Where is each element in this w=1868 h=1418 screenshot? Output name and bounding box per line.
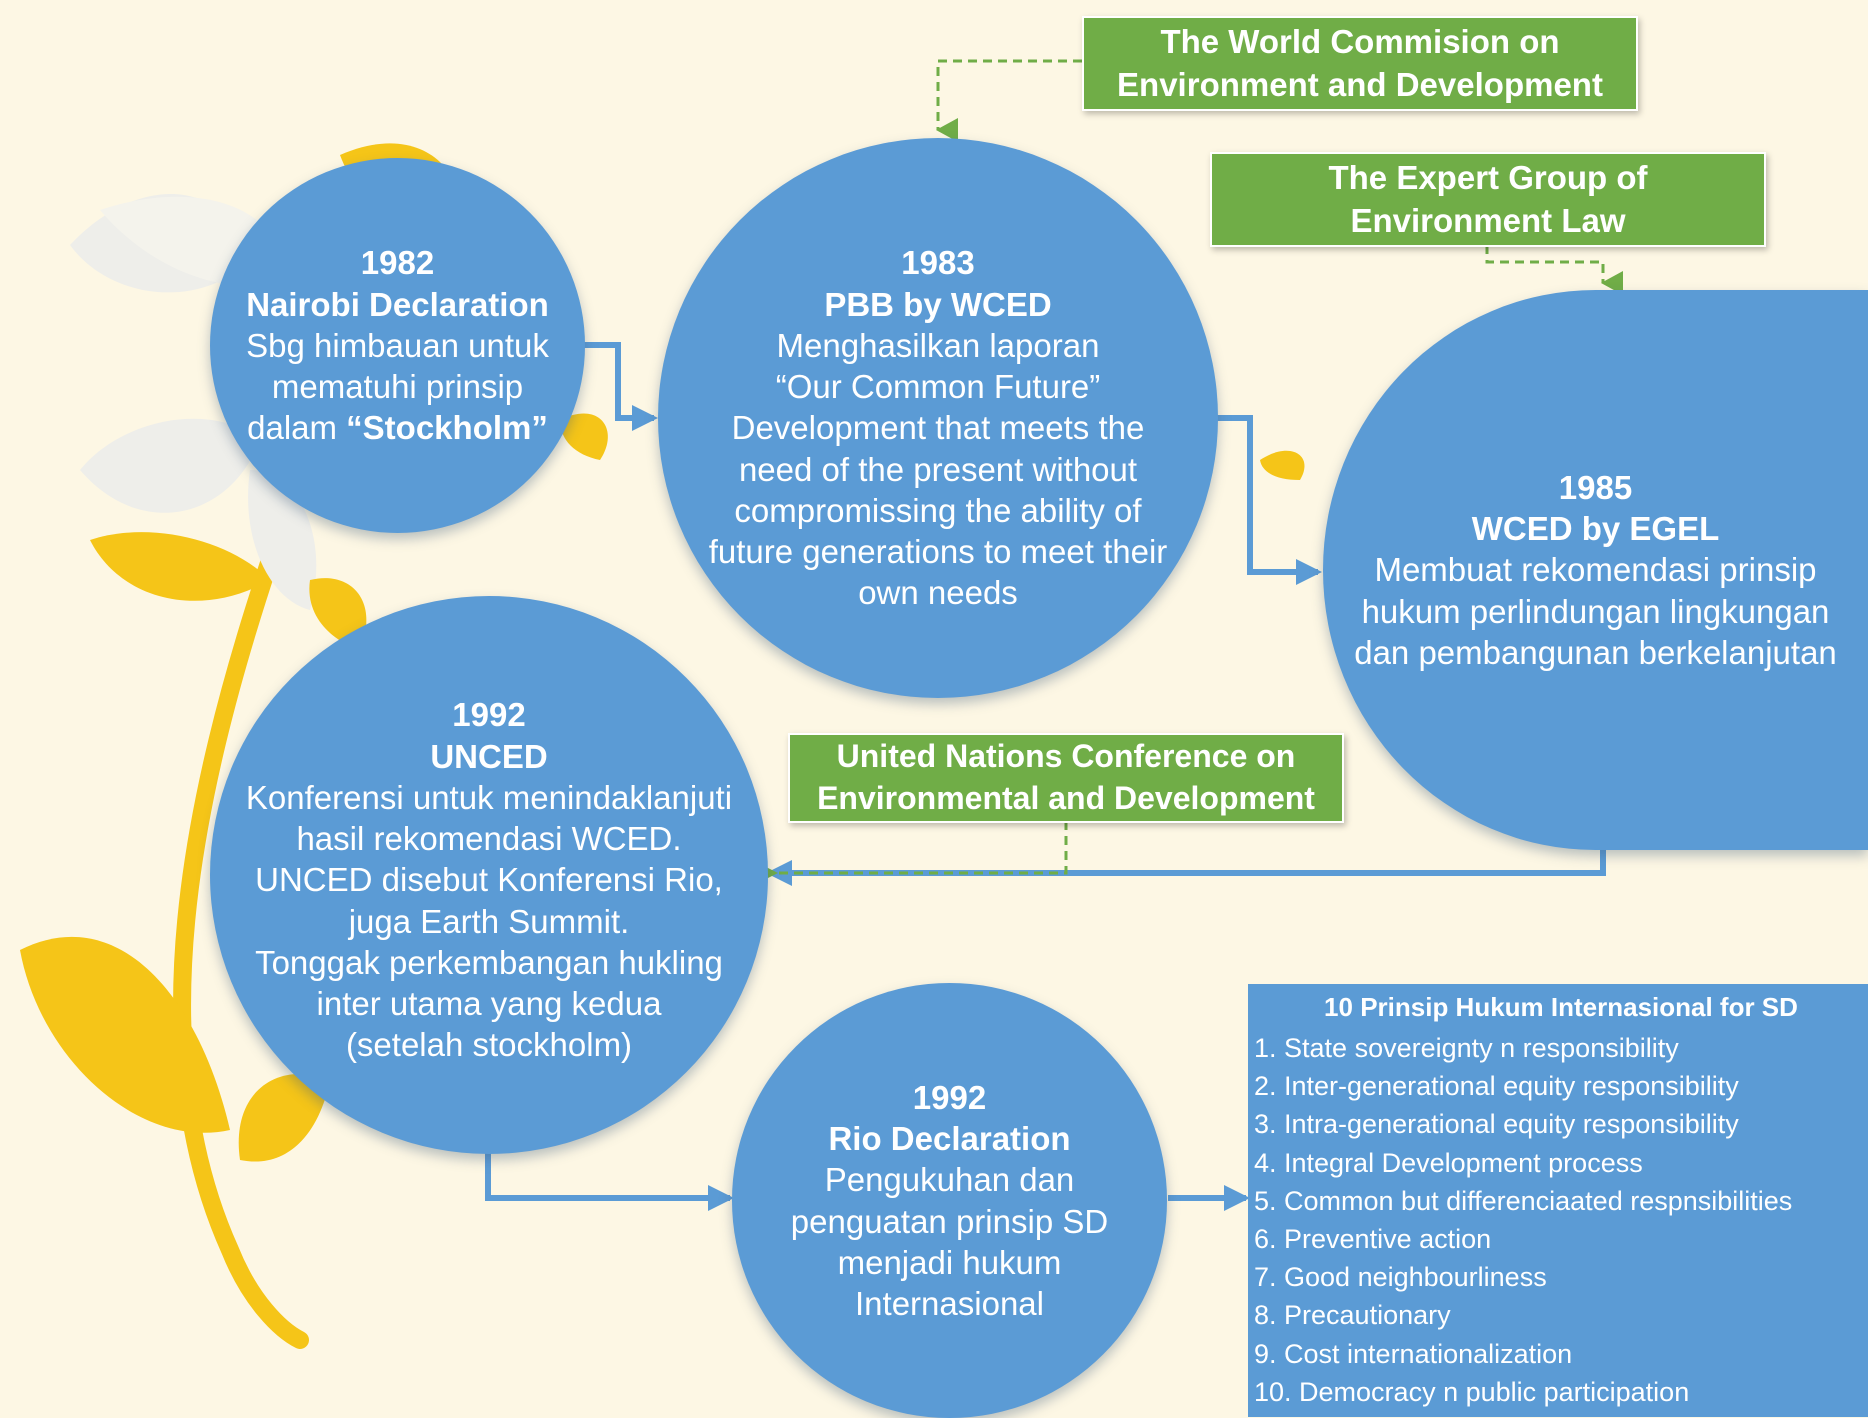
principle-item: 3. Intra-generational equity responsibil… — [1254, 1109, 1739, 1140]
node-text-line: “Our Common Future” — [775, 368, 1101, 406]
node-year: 1992 — [452, 696, 526, 734]
node-text-line: Pengukuhan dan — [824, 1161, 1075, 1199]
node-text-line: hukum perlindungan lingkungan — [1361, 592, 1830, 630]
node-text-line: Menghasilkan laporan — [776, 326, 1100, 364]
label-line: The Expert Group of — [1328, 158, 1648, 196]
arrow-1982-to-1983 — [580, 342, 658, 431]
node-text-line: dan pembangunan berkelanjutan — [1354, 633, 1837, 671]
node-year: 1983 — [901, 244, 975, 282]
node-text-line: Tonggak perkembangan hukling — [255, 943, 723, 981]
node-text-stockholm: “Stockholm” — [346, 409, 548, 447]
node-title: PBB by WCED — [824, 285, 1052, 323]
principle-item: 9. Cost internationalization — [1254, 1338, 1573, 1369]
node-year: 1992 — [912, 1078, 987, 1116]
label-egel: The Expert Group of Environment Law — [1210, 152, 1766, 247]
node-title: Nairobi Declaration — [246, 285, 549, 323]
node-text-line: compromissing the ability of — [734, 491, 1142, 529]
principle-item: 1. State sovereignty n responsibility — [1254, 1033, 1679, 1063]
node-text-line: Internasional — [855, 1285, 1044, 1322]
petal-right-yellow — [560, 413, 608, 460]
label-line: United Nations Conference on — [836, 738, 1296, 775]
label-wced: The World Commision on Environment and D… — [1082, 16, 1638, 111]
label-unced: United Nations Conference on Environment… — [788, 733, 1344, 823]
petal-left-yellow — [90, 532, 270, 601]
principle-item: 8. Precautionary — [1254, 1300, 1451, 1331]
green-connectors — [752, 59, 1623, 886]
node-text-line: penguatan prinsip SD — [790, 1202, 1109, 1240]
node-1982-nairobi-declaration: 1982 Nairobi Declaration Sbg himbauan un… — [210, 158, 585, 533]
principles-title: 10 Prinsip Hukum Internasional for SD — [1324, 992, 1798, 1022]
node-text-line: mematuhi prinsip — [271, 368, 524, 406]
node-text-line: Membuat rekomendasi prinsip — [1374, 551, 1817, 589]
principle-item: 6. Preventive action — [1254, 1223, 1492, 1254]
node-text-line: own needs — [858, 574, 1018, 612]
label-line: Environment Law — [1350, 201, 1626, 239]
leaf-left — [20, 936, 230, 1133]
node-text-line: Development that meets the — [731, 409, 1145, 447]
node-text-line: future generations to meet their — [708, 533, 1168, 571]
node-1983-pbb-by-wced: 1983 PBB by WCED Menghasilkan laporan “O… — [658, 138, 1218, 698]
node-1985-wced-by-egel: 1985 WCED by EGEL Membuat rekomendasi pr… — [1323, 290, 1868, 850]
label-line: Environment and Development — [1117, 65, 1603, 103]
principle-item: 10. Democracy n public participation — [1254, 1376, 1690, 1407]
petal-left-white — [80, 418, 260, 513]
arrow-1983-to-1985 — [1215, 415, 1322, 585]
node-text-line: hasil rekomendasi WCED. — [296, 820, 682, 858]
node-title: UNCED — [430, 737, 548, 775]
principles-box: 10 Prinsip Hukum Internasional for SD 1.… — [1248, 984, 1868, 1417]
dash-wced-to-1983 — [936, 59, 1082, 142]
petal-floating-yellow — [1260, 450, 1305, 480]
principle-item: 5. Common but differenciaated respnsibil… — [1254, 1185, 1793, 1216]
dash-unced-to-1992a — [752, 821, 1068, 886]
leaf-lower — [238, 1073, 330, 1162]
label-line: Environmental and Development — [817, 780, 1315, 816]
dash-egel-to-1985 — [1485, 245, 1623, 295]
arrow-1985-to-1992a — [766, 845, 1606, 886]
principle-item: 2. Inter-generational equity responsibil… — [1254, 1071, 1739, 1102]
node-text-line: juga Earth Summit. — [348, 902, 630, 940]
node-1992-rio-declaration: 1992 Rio Declaration Pengukuhan dan peng… — [732, 983, 1167, 1418]
node-title: Rio Declaration — [828, 1120, 1071, 1157]
node-text-line-stockholm: dalam “Stockholm” — [247, 407, 548, 448]
arrow-1992a-to-1992b — [485, 1152, 734, 1211]
node-year: 1985 — [1558, 468, 1633, 506]
node-text-line: need of the present without — [738, 450, 1138, 488]
node-year: 1982 — [360, 244, 435, 282]
blue-connectors — [485, 342, 1606, 1211]
node-1992-unced: 1992 UNCED Konferensi untuk menindaklanj… — [210, 596, 768, 1154]
principle-item: 4. Integral Development process — [1254, 1147, 1643, 1178]
node-text-line: Sbg himbauan untuk — [246, 326, 549, 364]
node-text-line: menjadi hukum — [837, 1243, 1062, 1281]
node-text-line: UNCED disebut Konferensi Rio, — [255, 861, 723, 899]
node-text-prefix: dalam — [247, 409, 347, 447]
node-text-line: Konferensi untuk menindaklanjuti — [245, 778, 733, 816]
node-text-line: (setelah stockholm) — [345, 1026, 633, 1064]
principles-list: 1. State sovereignty n responsibility 2.… — [1254, 1029, 1868, 1411]
node-title: WCED by EGEL — [1471, 510, 1720, 548]
label-line: The World Commision on — [1160, 22, 1560, 60]
principle-item: 7. Good neighbourliness — [1254, 1262, 1547, 1293]
node-text-line: inter utama yang kedua — [316, 985, 662, 1023]
